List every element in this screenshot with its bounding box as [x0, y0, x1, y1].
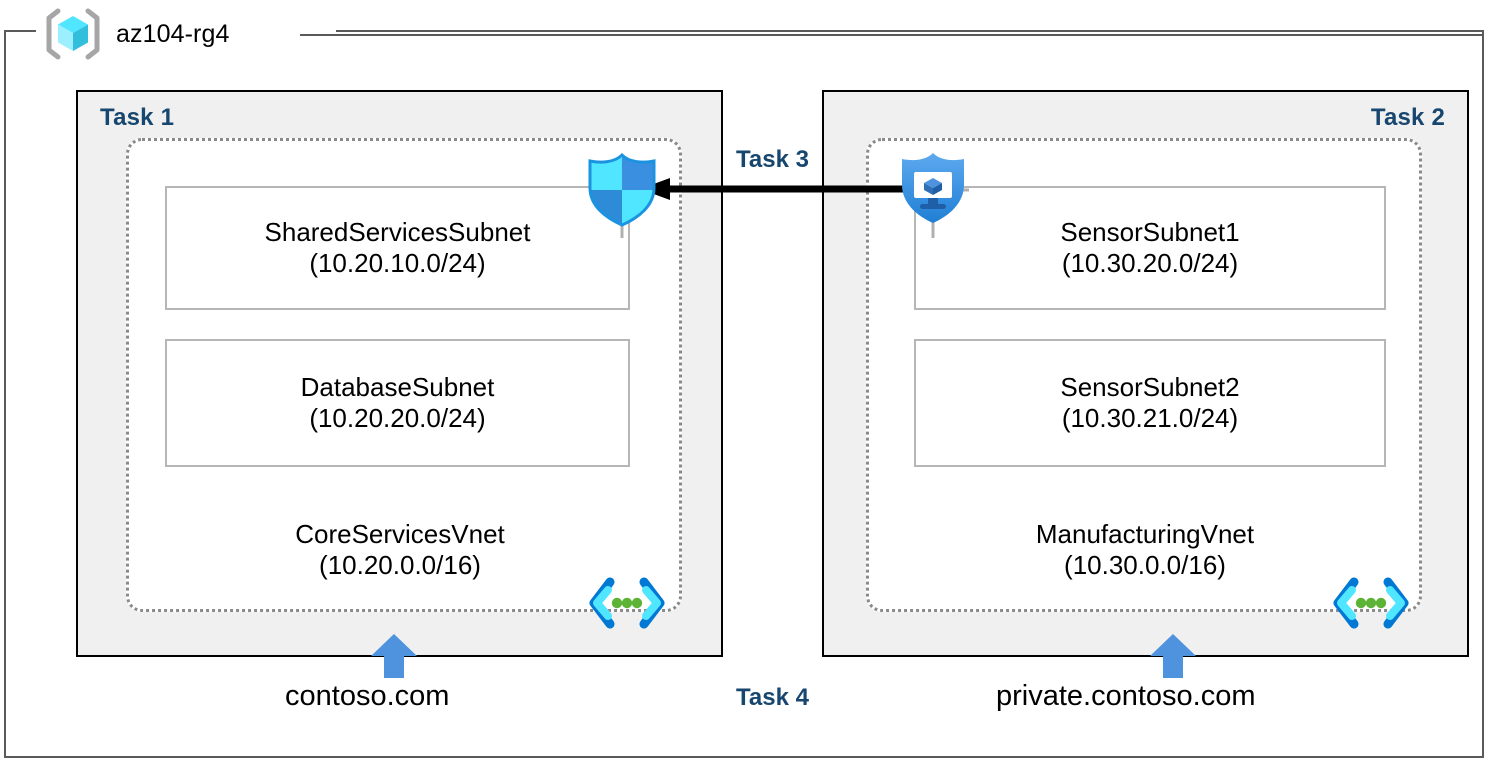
- subnet-sensorsubnet1: SensorSubnet1 (10.30.20.0/24): [914, 186, 1386, 310]
- peering-arrow-icon: [640, 176, 915, 202]
- vnet-caption-coreservicesvnet: CoreServicesVnet (10.20.0.0/16): [180, 519, 620, 581]
- resource-group-frame: [4, 30, 1484, 758]
- subnet-name: SharedServicesSubnet: [264, 217, 531, 248]
- virtual-network-icon: [588, 576, 666, 630]
- resource-group-header: az104-rg4: [44, 8, 229, 60]
- dns-zone-contoso: contoso.com: [285, 680, 450, 712]
- virtual-network-icon: [1332, 576, 1410, 630]
- up-arrow-icon: [1150, 634, 1196, 678]
- network-security-group-shield-icon: [584, 152, 660, 238]
- up-arrow-icon: [371, 634, 417, 678]
- task-4-label: Task 4: [736, 684, 809, 711]
- subnet-cidr: (10.20.20.0/24): [309, 403, 486, 433]
- resource-group-title-rule: [300, 34, 1484, 36]
- vnet-cidr: (10.20.0.0/16): [319, 550, 481, 581]
- subnet-name: SensorSubnet1: [1060, 217, 1240, 248]
- dns-zone-private-contoso: private.contoso.com: [996, 680, 1256, 712]
- subnet-cidr: (10.20.10.0/24): [309, 248, 486, 278]
- subnet-sharedservicessubnet: SharedServicesSubnet (10.20.10.0/24): [165, 186, 630, 310]
- subnet-databasesubnet: DatabaseSubnet (10.20.20.0/24): [165, 339, 630, 467]
- subnet-name: DatabaseSubnet: [300, 372, 495, 403]
- vnet-name: CoreServicesVnet: [295, 519, 505, 549]
- subnet-cidr: (10.30.21.0/24): [1061, 403, 1239, 433]
- resource-group-name: az104-rg4: [116, 19, 230, 48]
- bastion-shield-vm-icon: [897, 150, 969, 238]
- task-2-label: Task 2: [1370, 104, 1445, 131]
- subnet-name: SensorSubnet2: [1060, 372, 1240, 403]
- subnet-cidr: (10.30.20.0/24): [1061, 248, 1239, 278]
- vnet-name: ManufacturingVnet: [1035, 519, 1255, 549]
- task-3-label: Task 3: [736, 146, 809, 173]
- vnet-cidr: (10.30.0.0/16): [1064, 550, 1226, 581]
- subnet-sensorsubnet2: SensorSubnet2 (10.30.21.0/24): [914, 339, 1386, 467]
- vnet-caption-manufacturingvnet: ManufacturingVnet (10.30.0.0/16): [925, 519, 1365, 581]
- azure-resource-group-cube-icon: [44, 8, 102, 60]
- task-1-label: Task 1: [100, 104, 175, 131]
